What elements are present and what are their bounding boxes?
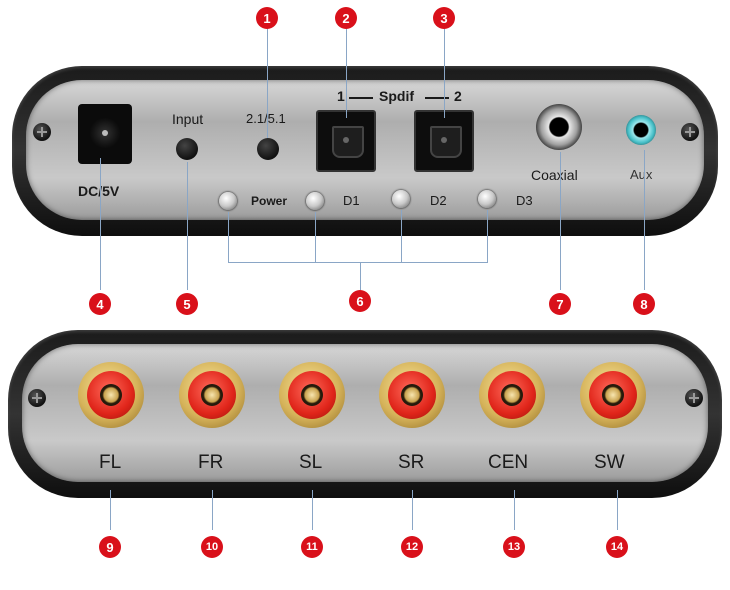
leader-line-9 [110,490,111,530]
callout-badge-10: 10 [201,536,223,558]
coaxial-jack[interactable] [536,104,582,150]
leader-line-3 [444,28,445,118]
callout-badge-4: 4 [89,293,111,315]
callout-badge-6: 6 [349,290,371,312]
rca-jack-sl[interactable] [279,362,345,428]
sw-label: SW [594,452,625,473]
optical-port-2[interactable] [414,110,474,172]
spdif-header: 1 Spdif 2 [337,88,467,106]
rca-jack-fr[interactable] [179,362,245,428]
leader-line-13 [514,490,515,530]
leader-line-6b [315,212,316,262]
bottom-right-screw-icon [685,389,703,407]
rca-jack-cen[interactable] [479,362,545,428]
power-led [219,192,237,210]
top-right-screw-icon [681,123,699,141]
leader-line-6-bar [228,262,488,263]
leader-line-6a [228,212,229,262]
leader-line-5 [187,162,188,290]
callout-badge-11: 11 [301,536,323,558]
d2-label: D2 [430,193,447,208]
leader-line-14 [617,490,618,530]
callout-badge-13: 13 [503,536,525,558]
callout-badge-12: 12 [401,536,423,558]
bottom-left-screw-icon [28,389,46,407]
d1-label: D1 [343,193,360,208]
d3-label: D3 [516,193,533,208]
mode-label: 2.1/5.1 [246,111,286,126]
fl-label: FL [99,452,122,473]
rca-jack-fl[interactable] [78,362,144,428]
spdif-2-label: 2 [454,88,462,104]
spdif-dash-left [349,97,373,99]
d2-led [392,190,410,208]
spdif-1-label: 1 [337,88,345,104]
sr-label: SR [398,452,425,473]
input-label: Input [172,111,204,127]
callout-badge-3: 3 [433,7,455,29]
callout-badge-7: 7 [549,293,571,315]
aux-jack[interactable] [626,115,656,145]
cen-label: CEN [488,452,529,473]
dc-power-jack[interactable] [78,104,132,164]
mode-button[interactable] [257,138,279,160]
spdif-text-label: Spdif [379,88,414,104]
coaxial-label: Coaxial [531,167,578,183]
leader-line-10 [212,490,213,530]
callout-badge-2: 2 [335,7,357,29]
d3-led [478,190,496,208]
spdif-dash-right [425,97,449,99]
callout-badge-9: 9 [99,536,121,558]
leader-line-2 [346,28,347,118]
optical-port-1[interactable] [316,110,376,172]
callout-badge-1: 1 [256,7,278,29]
input-button[interactable] [176,138,198,160]
dc-label: DC/5V [78,183,120,199]
callout-badge-14: 14 [606,536,628,558]
power-label: Power [251,194,288,208]
callout-badge-8: 8 [633,293,655,315]
leader-line-8 [644,150,645,290]
aux-label: Aux [630,167,653,182]
leader-line-6-stem [360,262,361,290]
rca-jack-sw[interactable] [580,362,646,428]
callout-badge-5: 5 [176,293,198,315]
fr-label: FR [198,452,224,473]
sl-label: SL [299,452,323,473]
leader-line-4 [100,158,101,290]
leader-line-7 [560,152,561,290]
leader-line-12 [412,490,413,530]
leader-line-6c [401,210,402,262]
top-left-screw-icon [33,123,51,141]
leader-line-6d [487,210,488,262]
leader-line-1 [267,28,268,138]
rca-jack-sr[interactable] [379,362,445,428]
d1-led [306,192,324,210]
leader-line-11 [312,490,313,530]
